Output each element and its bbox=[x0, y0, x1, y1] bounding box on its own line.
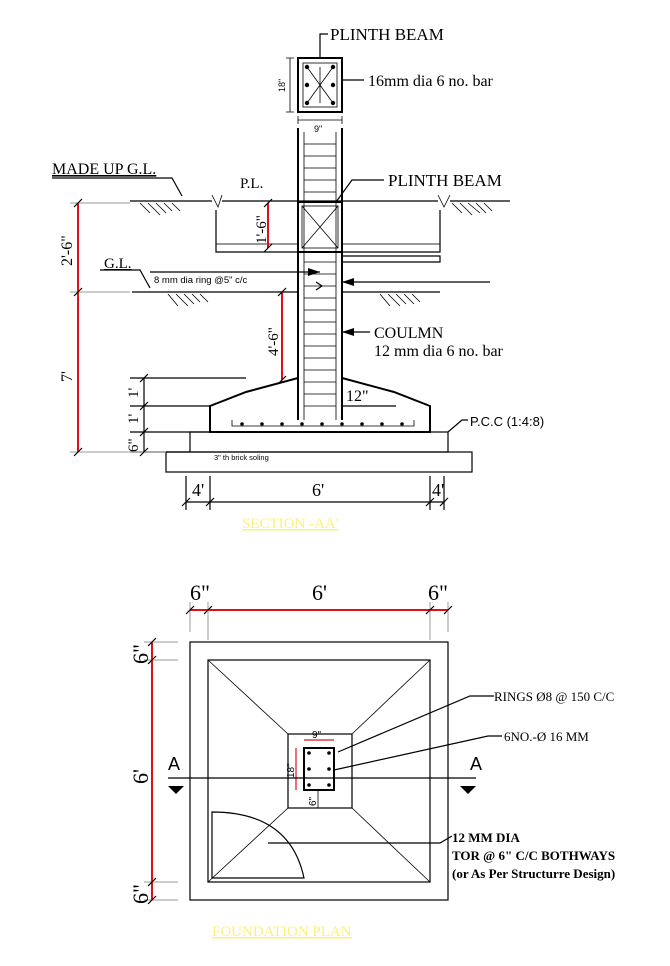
section-title: SECTION -AA' bbox=[242, 516, 339, 532]
beam-width-dim: 9" bbox=[314, 124, 322, 134]
pcc-layer bbox=[189, 431, 449, 453]
soil-hatch-gl bbox=[167, 293, 421, 307]
section-marker-left bbox=[168, 786, 184, 794]
plan-view: 6" 6' 6" 6" 6' 6" 9" 18" 6" A bbox=[128, 580, 615, 940]
plan-left-mid: 6' bbox=[128, 769, 153, 784]
beam-section-inner bbox=[302, 62, 338, 108]
plan-pcc-border bbox=[189, 641, 449, 901]
dim-bottom-left: 4' bbox=[192, 480, 204, 500]
dim-bottom-mid: 6' bbox=[312, 480, 324, 500]
pl-label: P.L. bbox=[240, 176, 263, 192]
plan-col-h: 18" bbox=[286, 763, 297, 778]
plan-top-mid: 6' bbox=[312, 580, 327, 605]
marker-a-right: A bbox=[470, 754, 482, 774]
beam-height-dim: 18" bbox=[277, 79, 287, 92]
dim-2-6: 2'-6" bbox=[59, 235, 76, 266]
beam-bar-label: 16mm dia 6 no. bar bbox=[368, 73, 494, 90]
plan-top-right: 6" bbox=[428, 580, 448, 605]
marker-a-left: A bbox=[168, 754, 180, 774]
plan-col-off: 6" bbox=[308, 796, 319, 806]
plan-mesh-quadrant bbox=[211, 811, 305, 879]
bars-label: 6NO.-Ø 16 MM bbox=[504, 729, 589, 744]
plan-column bbox=[303, 747, 335, 791]
dim-12in: 12" bbox=[346, 388, 369, 405]
beam-label-top: PLINTH BEAM bbox=[330, 25, 444, 44]
plan-left-bottom: 6" bbox=[128, 884, 153, 904]
dim-6in: 6" bbox=[126, 438, 142, 452]
section-view: PLINTH BEAM 16mm dia 6 no. bar 18" 9" MA… bbox=[52, 25, 544, 532]
plan-left-top: 6" bbox=[128, 644, 153, 664]
section-marker-right bbox=[460, 786, 476, 794]
ring-label: 8 mm dia ring @5" c/c bbox=[154, 275, 248, 286]
mesh-line2: TOR @ 6" C/C BOTHWAYS bbox=[452, 848, 615, 863]
plan-col-w: 9" bbox=[312, 730, 322, 741]
pcc-label: P.C.C (1:4:8) bbox=[470, 414, 544, 429]
column-bar-label: 12 mm dia 6 no. bar bbox=[374, 343, 504, 360]
made-up-gl-label: MADE UP G.L. bbox=[52, 161, 156, 178]
footing-bars bbox=[240, 422, 404, 426]
dim-bottom-right: 4' bbox=[432, 480, 444, 500]
plan-title: FOUNDATION PLAN bbox=[212, 924, 352, 940]
plan-column-bars bbox=[307, 751, 331, 787]
plan-footing bbox=[207, 659, 431, 883]
brick-soling bbox=[165, 451, 473, 473]
plan-top-left: 6" bbox=[190, 580, 210, 605]
dim-4-6: 4'-6" bbox=[266, 327, 282, 356]
dim-7: 7' bbox=[59, 371, 76, 382]
soil-hatch-madeup bbox=[139, 202, 493, 216]
beam-label-mid: PLINTH BEAM bbox=[388, 171, 502, 190]
dim-1-6: 1'-6" bbox=[254, 215, 270, 244]
rings-label: RINGS Ø8 @ 150 C/C bbox=[494, 689, 614, 704]
gl-label: G.L. bbox=[104, 256, 132, 272]
column-label: COULMN bbox=[374, 325, 444, 342]
dim-1b: 1' bbox=[126, 414, 142, 425]
mesh-line1: 12 MM DIA bbox=[452, 830, 520, 845]
dim-1a: 1' bbox=[126, 388, 142, 399]
column-rings bbox=[304, 143, 336, 407]
brick-label: 3" th brick soling bbox=[214, 453, 269, 462]
mesh-line3: (or As Per Structurre Design) bbox=[452, 866, 615, 881]
